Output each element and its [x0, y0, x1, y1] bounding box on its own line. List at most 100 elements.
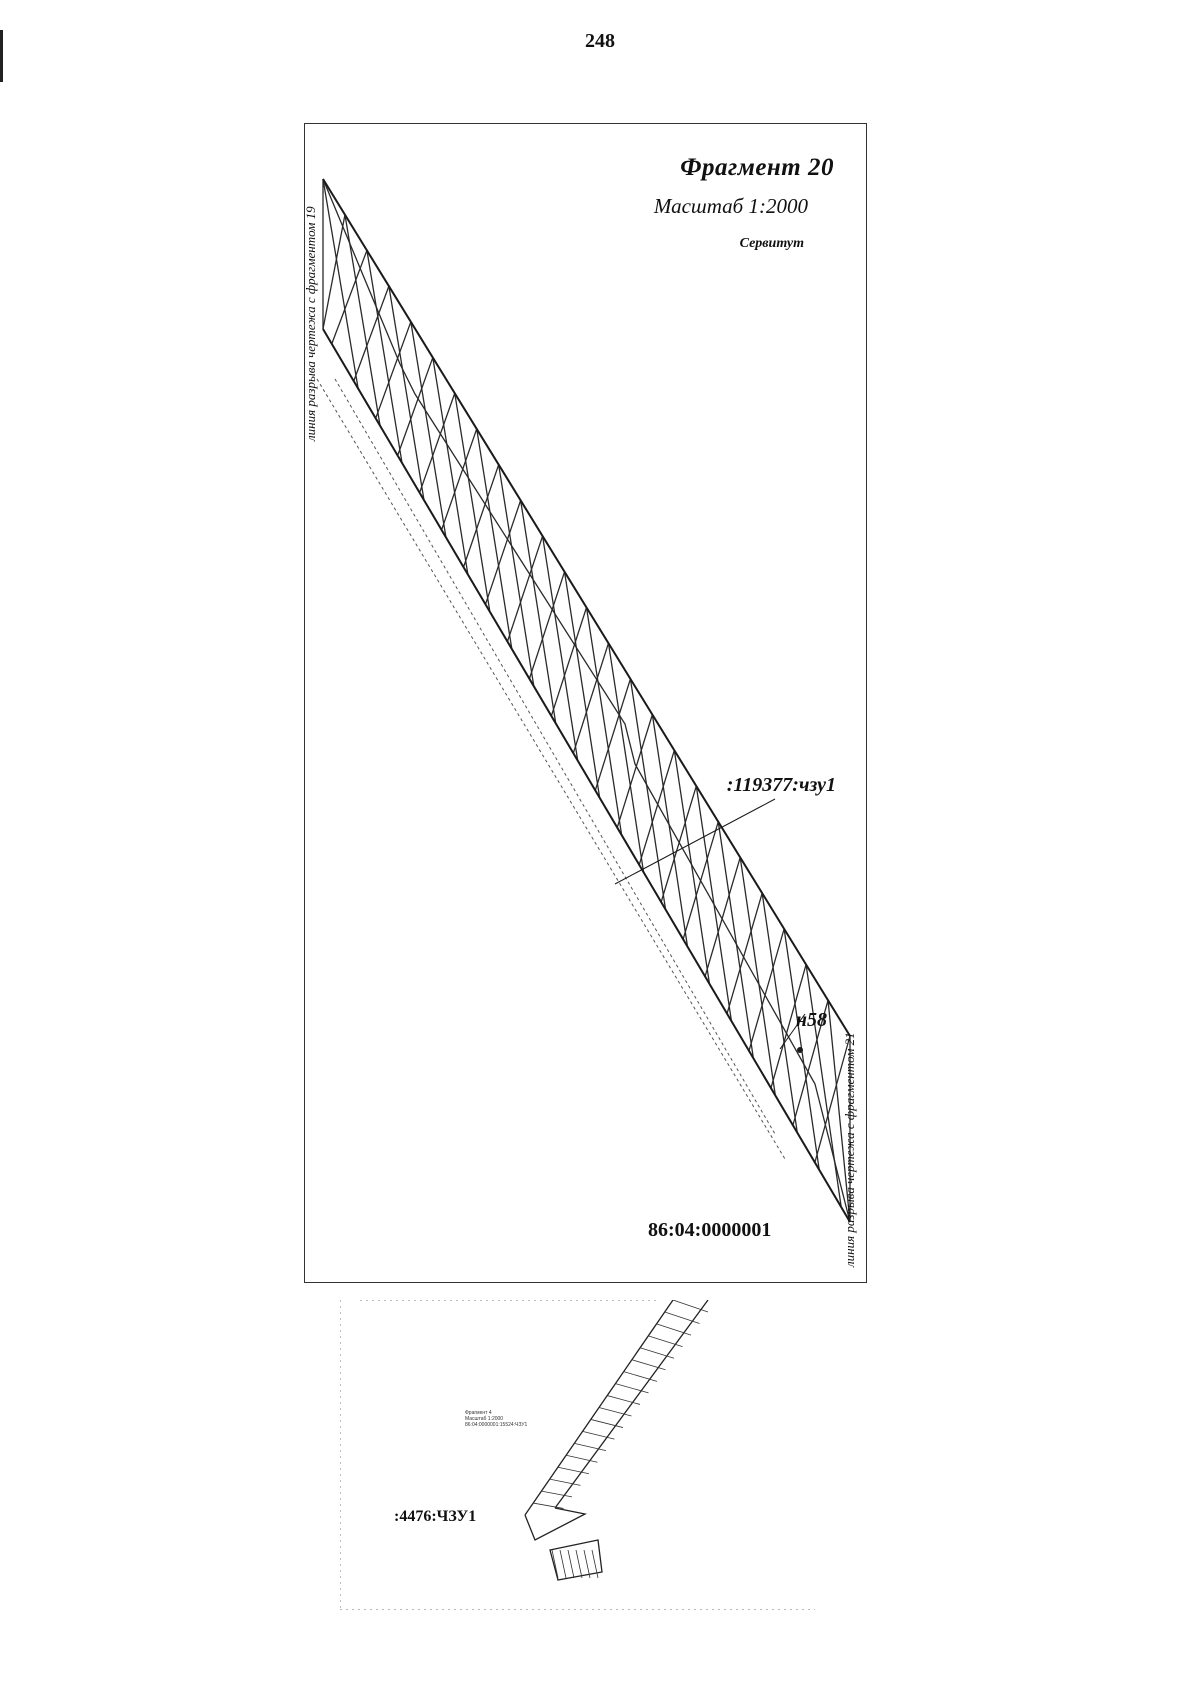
hatch-line — [629, 678, 667, 910]
point-label: н58 — [795, 1009, 827, 1031]
inset-hatch-line — [566, 1454, 598, 1463]
hatch-line — [419, 393, 456, 493]
hatch-line — [726, 892, 763, 1014]
hatch-line — [550, 607, 588, 717]
inset-caption-line: 86:04:0000001:15524:ЧЗУ1 — [465, 1422, 528, 1428]
inset-hatch-line — [574, 1442, 607, 1452]
hatch-line — [585, 607, 623, 836]
inset-hatch-line — [631, 1359, 666, 1371]
hatch-line — [462, 464, 500, 568]
hatch-line — [761, 893, 798, 1133]
parcel-leader-line — [614, 798, 776, 885]
page-number: 248 — [585, 30, 615, 52]
inset-hatch-line — [648, 1335, 683, 1348]
inset-hatch-line — [590, 1419, 624, 1428]
hatch-line — [704, 857, 741, 977]
inset-hatch-line — [551, 1549, 559, 1579]
inset-hatch-line — [549, 1478, 581, 1486]
hatch-line — [519, 500, 557, 724]
hatch-line — [673, 750, 711, 984]
hatch-line — [528, 571, 566, 679]
dashed-line-1 — [316, 378, 786, 1160]
inset-hatch-line — [583, 1549, 591, 1579]
boundary-lower-edge — [322, 328, 851, 1223]
hatch-line — [476, 428, 513, 650]
hatch-line — [344, 214, 381, 426]
fragment-subtitle: Сервитут — [739, 236, 804, 251]
inset-hatch-line — [591, 1549, 599, 1579]
inset-caption: Фрагмент 4 Масштаб 1:2000 86:04:0000001:… — [465, 1410, 527, 1428]
hatch-line — [506, 535, 544, 642]
hatch-line — [375, 321, 412, 419]
hatch-line — [432, 357, 469, 575]
inset-hatch-line — [607, 1395, 641, 1405]
cadastral-block-label: 86:04:0000001 — [648, 1219, 772, 1241]
hatch-line — [563, 571, 601, 798]
inset-hatch-line — [672, 1300, 709, 1313]
leader-lines — [614, 798, 806, 1050]
break-line-label-left: линия разрыва чертежа с фрагментом 19 — [303, 206, 318, 442]
hatch-line — [717, 821, 755, 1059]
inset-hatch-line — [623, 1371, 658, 1382]
inner-axis-line — [322, 178, 851, 1223]
map-drawing — [316, 178, 851, 1223]
map-fragment-frame: линия разрыва чертежа с фрагментом 19 Фр… — [303, 123, 867, 1283]
servitude-boundary — [322, 178, 851, 1223]
break-line-label-right: линия разрыва чертежа с фрагментом 21 — [842, 1032, 857, 1268]
inset-hatching — [533, 1300, 709, 1579]
boundary-point-n58 — [797, 1047, 803, 1053]
inset-caption-line: Масштаб 1:2000 — [465, 1416, 504, 1422]
inset-map: Фрагмент 4 Масштаб 1:2000 86:04:0000001:… — [340, 1300, 815, 1610]
inset-hatch-line — [575, 1549, 583, 1579]
point-leader-line — [779, 1013, 806, 1050]
inset-hatch-line — [559, 1549, 567, 1579]
inset-hatch-line — [664, 1311, 700, 1324]
hatch-line — [607, 643, 645, 873]
inset-hatch-line — [541, 1490, 573, 1498]
hatch-line — [440, 428, 478, 531]
fragment-title: Фрагмент 20 — [680, 154, 834, 181]
hatch-line — [770, 964, 807, 1089]
hatch-line — [616, 714, 653, 828]
inset-hatch-line — [533, 1502, 564, 1509]
hatch-line — [651, 714, 689, 947]
inset-hatch-line — [639, 1347, 675, 1359]
inset-drawing — [340, 1300, 815, 1610]
scan-edge-mark — [0, 30, 3, 82]
parcel-label: :119377:чзу1 — [726, 774, 836, 796]
hatch-line — [498, 464, 535, 687]
inset-hatch-line — [598, 1407, 632, 1417]
hatch-line — [353, 285, 390, 382]
hatch-line — [397, 357, 434, 456]
inset-frame-dashed — [340, 1300, 815, 1610]
fragment-scale: Масштаб 1:2000 — [653, 194, 808, 218]
hatch-line — [660, 785, 697, 903]
hatch-line — [388, 286, 425, 501]
hatch-line — [814, 1035, 851, 1163]
hatch-line — [322, 178, 359, 389]
hatch-line — [454, 393, 491, 612]
hatch-line — [748, 928, 785, 1052]
hatch-line — [322, 214, 346, 330]
hatch-line — [331, 250, 368, 345]
hatch-line — [410, 321, 447, 538]
inset-hatch-line — [656, 1323, 692, 1336]
inset-strip — [524, 1300, 709, 1581]
servitude-hatching — [322, 178, 851, 1223]
hatch-line — [572, 643, 610, 754]
hatch-line — [638, 750, 675, 865]
inset-parcel-label: :4476:ЧЗУ1 — [394, 1508, 477, 1525]
inset-hatch-line — [615, 1383, 649, 1394]
hatch-line — [792, 1000, 829, 1126]
inset-hatch-line — [557, 1466, 590, 1475]
hatch-line — [484, 500, 522, 605]
inset-caption-line: Фрагмент 4 — [465, 1410, 492, 1416]
hatch-line — [594, 678, 632, 791]
inset-hatch-line — [582, 1431, 615, 1440]
hatch-line — [541, 535, 579, 761]
hatch-line — [366, 250, 403, 464]
hatch-line — [739, 857, 776, 1096]
dashed-line-2 — [334, 378, 776, 1135]
boundary-upper-edge — [322, 178, 851, 1037]
hatch-line — [827, 1000, 851, 1223]
